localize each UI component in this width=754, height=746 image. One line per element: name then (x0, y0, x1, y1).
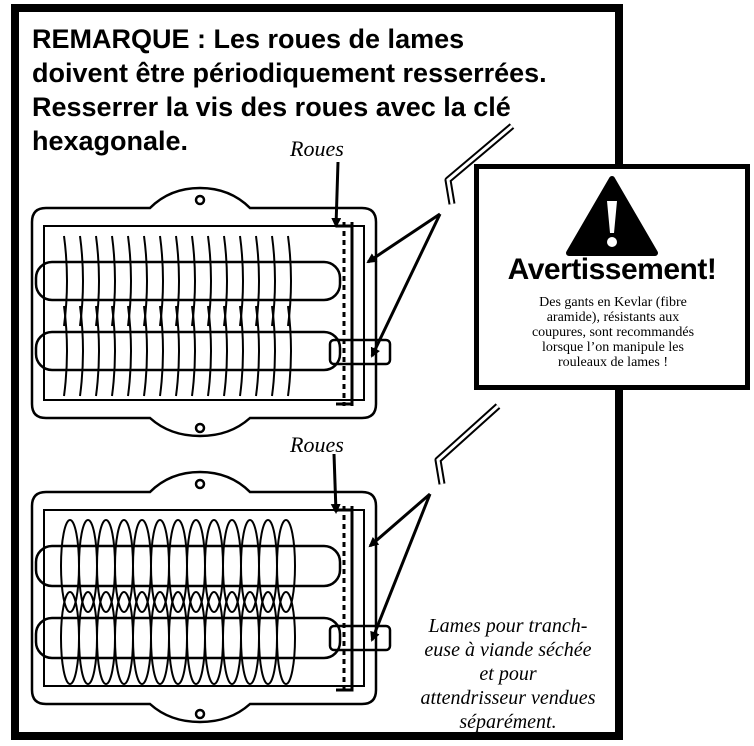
note-line: hexagonale. (32, 126, 189, 156)
bottom-blade-assembly (30, 470, 392, 724)
hex-key (434, 403, 501, 485)
sold-line: séparément. (459, 711, 557, 733)
maintenance-note: REMARQUE : Les roues de lames doivent êt… (32, 22, 612, 158)
top-blade-assembly (30, 186, 392, 438)
note-line: doivent être périodiquement resserrées. (32, 58, 547, 88)
warning-title: Avertissement! (507, 253, 717, 286)
sold-line: euse à viande séchée (424, 639, 592, 661)
warning-line: coupures, sont recommandés (531, 325, 695, 340)
note-line: REMARQUE : Les roues de lames (32, 24, 465, 54)
arrows (330, 161, 442, 642)
sold-line: et pour (479, 663, 537, 685)
wheels-label: Roues (290, 432, 344, 457)
warning-box: Avertissement! Des gants en Kevlar (fibr… (474, 164, 750, 390)
warning-text: Des gants en Kevlar (fibre aramide), rés… (497, 295, 729, 370)
warning-line: rouleaux de lames ! (557, 355, 668, 370)
wheels-label: Roues (290, 136, 344, 161)
note-line: Resserrer la vis des roues avec la clé (32, 92, 511, 122)
warning-triangle-icon (566, 176, 658, 256)
gear-wheel (342, 506, 354, 692)
warning-line: Des gants en Kevlar (fibre (539, 295, 687, 310)
warning-line: aramide), résistants aux (546, 310, 680, 325)
warning-line: lorsque l’on manipule les (542, 340, 684, 355)
sold-line: attendrisseur vendues (420, 687, 596, 709)
sold-separately-note: Lames pour tranch- euse à viande séchée … (388, 614, 628, 734)
sold-line: Lames pour tranch- (428, 615, 588, 637)
gear-wheel (342, 222, 354, 406)
